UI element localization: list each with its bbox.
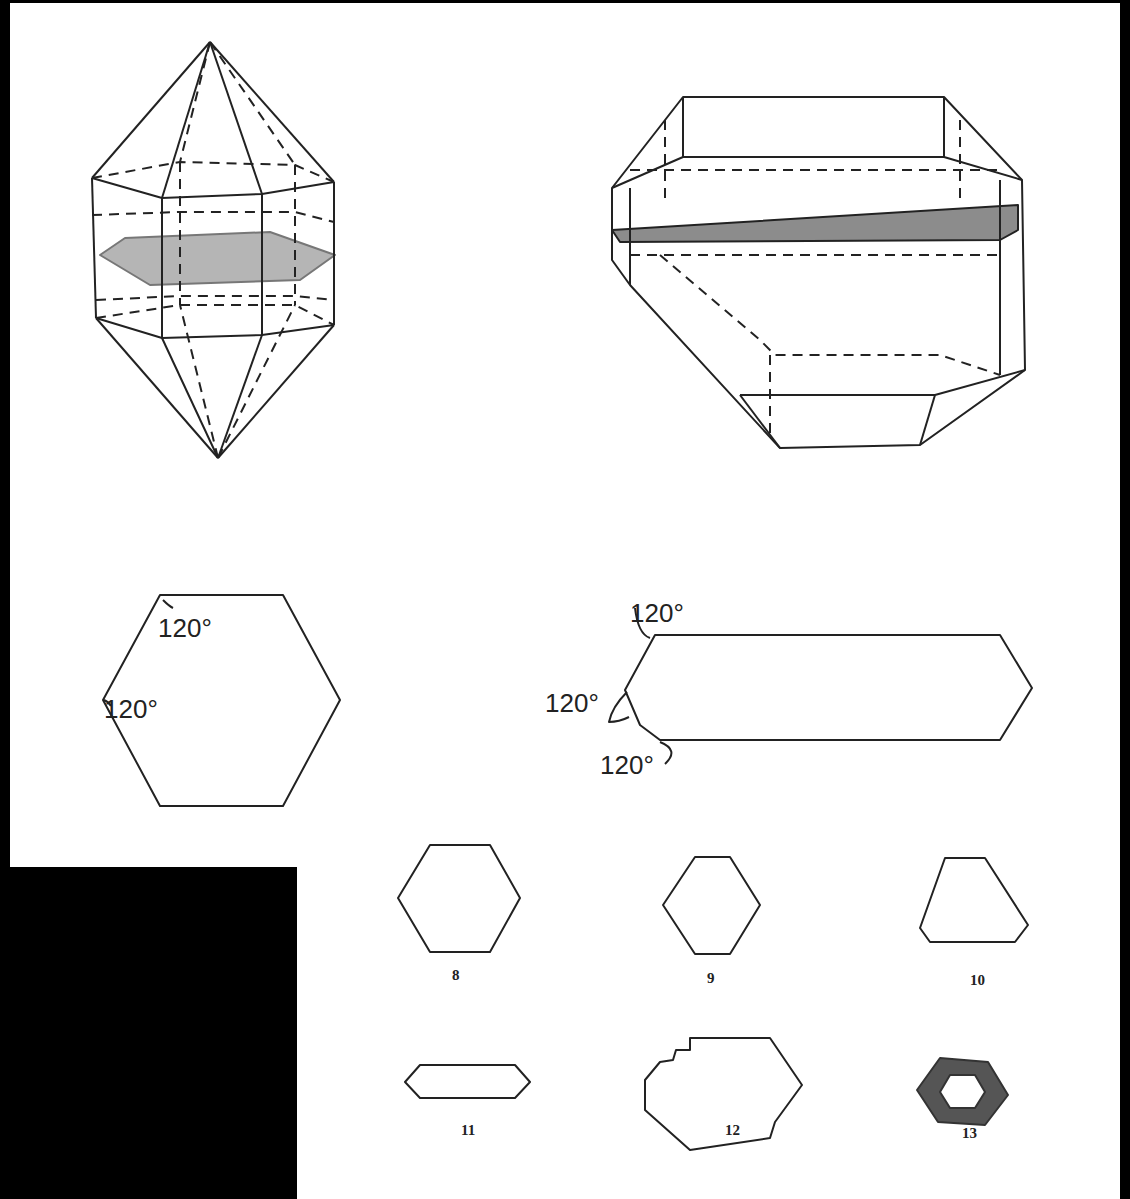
figure-number: 13 [962, 1126, 977, 1141]
angle-label: 120° [158, 615, 212, 641]
angle-label: 120° [545, 690, 599, 716]
angle-label: 120° [600, 752, 654, 778]
figure-number: 9 [707, 971, 715, 986]
figure-number: 12 [725, 1123, 740, 1138]
figure-number: 8 [452, 968, 460, 983]
angle-label: 120° [630, 600, 684, 626]
figure-number: 11 [461, 1123, 475, 1138]
angle-label: 120° [104, 696, 158, 722]
figure-number: 10 [970, 973, 985, 988]
